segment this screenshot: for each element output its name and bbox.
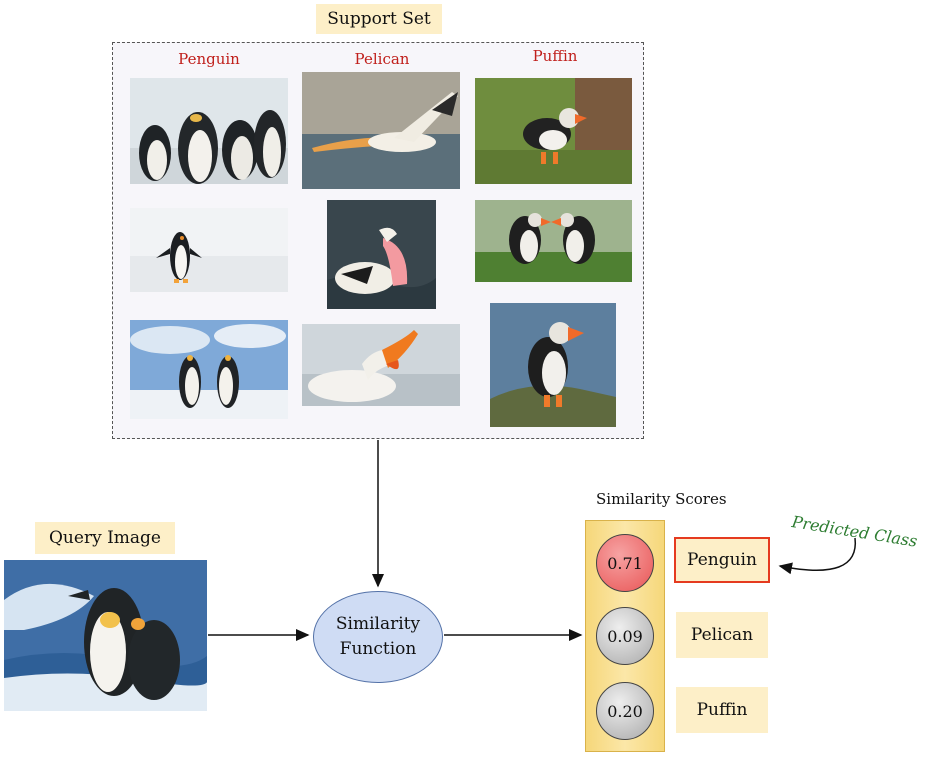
- puffin-photo-2: [475, 200, 632, 282]
- puffin-photo-3: [490, 303, 616, 427]
- predicted-class-label: Predicted Class: [790, 512, 919, 551]
- support-set-title: Support Set: [316, 4, 442, 34]
- penguin-photo-1: [130, 78, 288, 184]
- class-label-penguin: Penguin: [674, 537, 770, 583]
- score-circle-pelican: 0.09: [596, 607, 654, 665]
- puffin-photo-1: [475, 78, 632, 184]
- penguin-photo-2: [130, 208, 288, 292]
- class-label-puffin: Puffin: [676, 687, 768, 733]
- similarity-function-line1: Similarity: [335, 614, 421, 634]
- similarity-function-line2: Function: [339, 639, 417, 659]
- column-title-pelican: Pelican: [354, 50, 410, 68]
- score-circle-puffin: 0.20: [596, 682, 654, 740]
- column-title-puffin: Puffin: [532, 47, 578, 65]
- similarity-scores-title: Similarity Scores: [596, 490, 727, 508]
- similarity-function-node: Similarity Function: [313, 591, 443, 683]
- query-image-label: Query Image: [35, 522, 175, 554]
- penguin-photo-3: [130, 320, 288, 419]
- score-circle-penguin: 0.71: [596, 534, 654, 592]
- pelican-photo-3: [302, 324, 460, 406]
- pelican-photo-2: [327, 200, 436, 309]
- column-title-penguin: Penguin: [178, 50, 240, 68]
- class-label-pelican: Pelican: [676, 612, 768, 658]
- query-penguin-photo: [4, 560, 207, 711]
- pelican-photo-1: [302, 72, 460, 189]
